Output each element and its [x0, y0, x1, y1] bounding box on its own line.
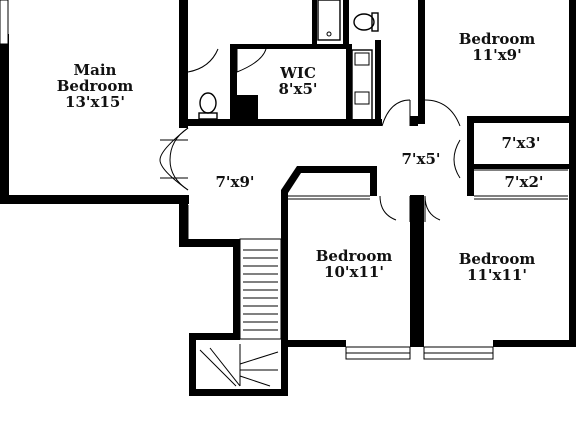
walls [0, 0, 576, 396]
room-label-hall-left: 7'x9' [215, 174, 254, 190]
bedroom-top-right-name: Bedroom [458, 30, 536, 48]
main-bedroom-name-2: Bedroom [56, 77, 134, 95]
wic-size: 8'x5' [278, 80, 318, 98]
wic-name: WIC [280, 64, 316, 82]
details [0, 0, 568, 387]
bedroom-bottom-right-name: Bedroom [458, 250, 536, 268]
room-label-main-bedroom: Main Bedroom 13'x15' [57, 62, 134, 110]
room-label-wic: WIC 8'x5' [278, 65, 317, 97]
room-label-bedroom-middle: Bedroom 10'x11' [316, 248, 393, 280]
hall-center-size: 7'x5' [401, 150, 441, 168]
main-bedroom-name-1: Main [73, 61, 117, 79]
room-label-closet-lower: 7'x2' [504, 174, 543, 190]
closet-upper-size: 7'x3' [501, 134, 541, 152]
bedroom-middle-name: Bedroom [315, 247, 393, 265]
room-label-hall-center: 7'x5' [401, 151, 440, 167]
bedroom-top-right-size: 11'x9' [472, 46, 522, 64]
hall-left-size: 7'x9' [215, 173, 255, 191]
room-label-bedroom-bottom-right: Bedroom 11'x11' [459, 251, 536, 283]
room-label-closet-upper: 7'x3' [501, 135, 540, 151]
room-label-bedroom-top-right: Bedroom 11'x9' [459, 31, 536, 63]
closet-lower-size: 7'x2' [504, 173, 544, 191]
main-bedroom-size: 13'x15' [65, 93, 125, 111]
bedroom-middle-size: 10'x11' [324, 263, 384, 281]
bedroom-bottom-right-size: 11'x11' [467, 266, 527, 284]
